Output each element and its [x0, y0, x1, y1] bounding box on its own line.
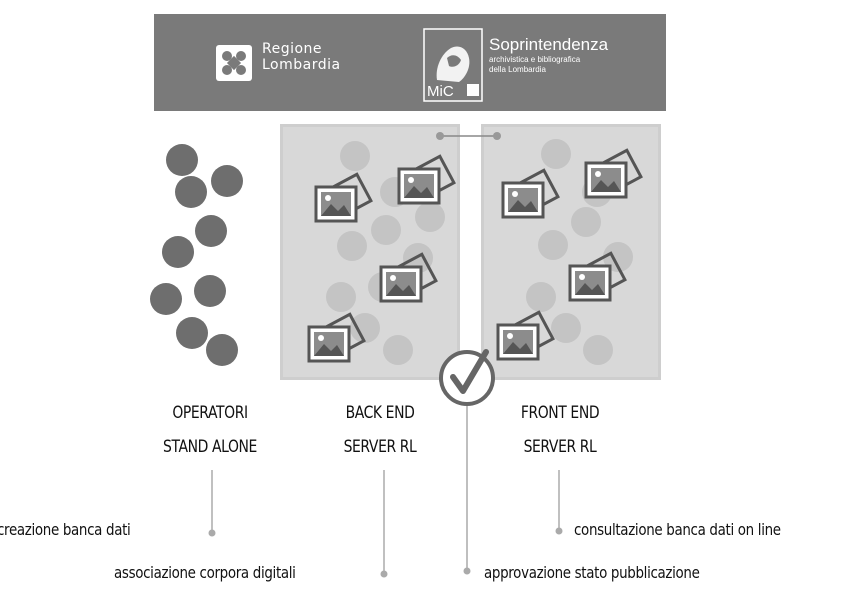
- mic-badge: MiC: [427, 83, 454, 100]
- leader-dots: [208, 527, 563, 578]
- operator-dot: [176, 317, 208, 349]
- operator-dot: [194, 275, 226, 307]
- caption-operatori-line2: STAND ALONE: [163, 437, 257, 457]
- soprintendenza-logo-text: Soprintendenza archivistica e bibliograf…: [489, 35, 608, 75]
- operator-dot: [175, 176, 207, 208]
- header-banner: Regione Lombardia MiC Soprintendenza arc…: [154, 14, 666, 111]
- logo-right-sub2: della Lombardia: [489, 65, 546, 74]
- logo-left-line1: Regione: [262, 41, 323, 57]
- regione-lombardia-logo-icon: [216, 45, 252, 81]
- caption-back-end-line1: BACK END: [345, 403, 415, 423]
- image-stack-icon: [314, 172, 373, 223]
- image-stack-icon: [584, 148, 643, 199]
- approval-line-dot: [463, 567, 471, 575]
- logo-left-line2: Lombardia: [262, 57, 341, 73]
- caption-front-end-line2: SERVER RL: [523, 437, 597, 457]
- label-consultazione: consultazione banca dati on line: [574, 520, 781, 539]
- regione-lombardia-logo-text: Regione Lombardia: [262, 41, 341, 73]
- label-approvazione: approvazione stato pubblicazione: [484, 563, 700, 582]
- operator-dot: [211, 165, 243, 197]
- operator-dot: [206, 334, 238, 366]
- logo-right-sub1: archivistica e bibliografica: [489, 55, 581, 64]
- operator-dot: [162, 236, 194, 268]
- leader-lines: [211, 470, 560, 573]
- operator-dot: [166, 144, 198, 176]
- label-creazione: creazione banca dati: [0, 520, 131, 539]
- logo-right-title: Soprintendenza: [489, 35, 609, 54]
- operator-dots: [150, 144, 243, 366]
- caption-front-end-line1: FRONT END: [520, 403, 600, 423]
- panel-connector: [436, 132, 501, 140]
- image-stack-icon: [397, 154, 456, 205]
- caption-operatori: OPERATORI STAND ALONE: [149, 396, 272, 464]
- label-associazione: associazione corpora digitali: [114, 563, 296, 582]
- image-stack-icon: [496, 310, 555, 361]
- caption-back-end: BACK END SERVER RL: [319, 396, 442, 464]
- caption-front-end: FRONT END SERVER RL: [499, 396, 622, 464]
- operator-dot: [195, 215, 227, 247]
- mic-logo-icon: MiC: [423, 28, 483, 102]
- caption-back-end-line2: SERVER RL: [343, 437, 417, 457]
- image-stack-icon: [501, 168, 560, 219]
- caption-operatori-line1: OPERATORI: [172, 403, 248, 423]
- operator-dot: [150, 283, 182, 315]
- checkmark-circle-icon: [439, 349, 495, 406]
